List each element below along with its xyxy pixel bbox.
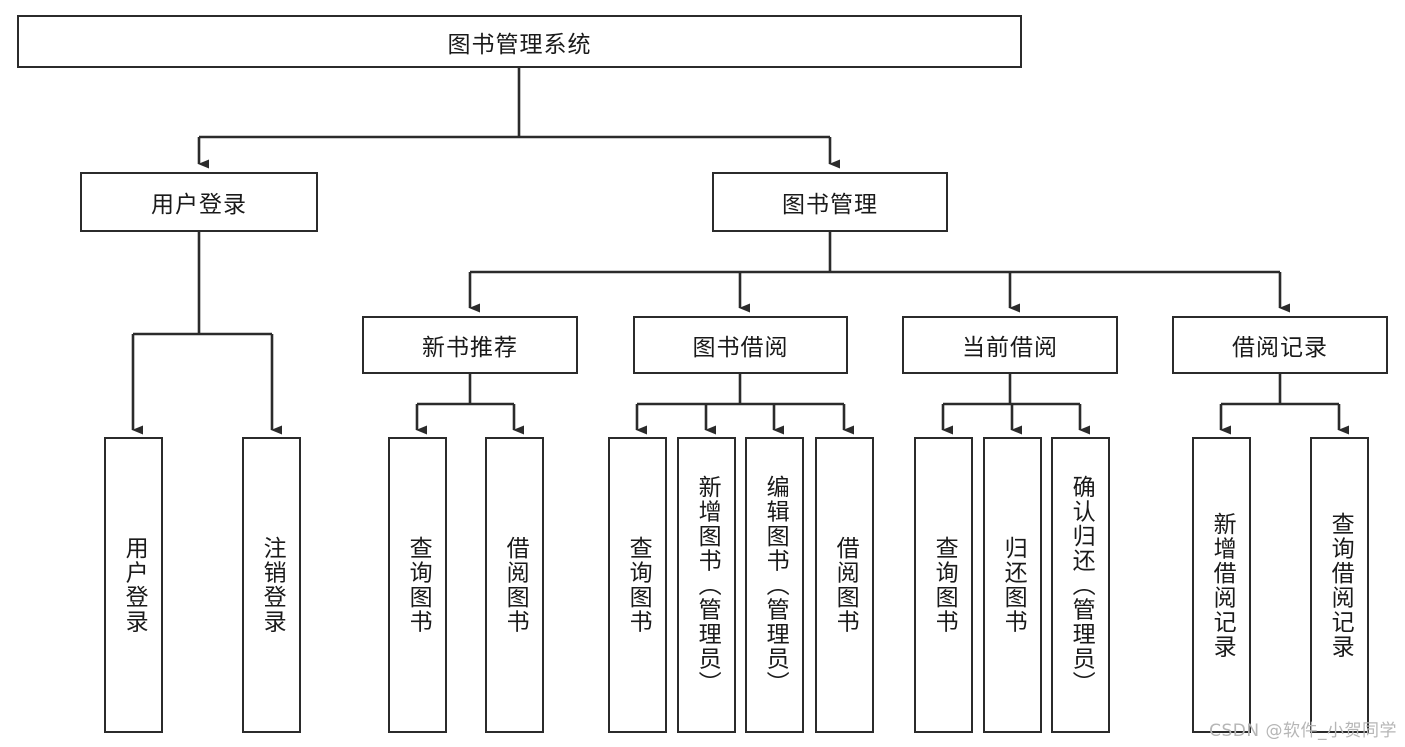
node-label: 新增借阅记录: [1209, 511, 1236, 659]
node-label: 借阅图书: [832, 536, 859, 634]
node-borrow-records[interactable]: 借阅记录: [1172, 316, 1388, 374]
leaf-borrow-books[interactable]: 借阅图书: [815, 437, 874, 733]
leaf-query-books-recommend[interactable]: 查询图书: [388, 437, 447, 733]
leaf-return-books[interactable]: 归还图书: [983, 437, 1042, 733]
node-label: 确认归还（管理员）: [1068, 474, 1095, 696]
node-label: 编辑图书（管理员）: [762, 474, 789, 696]
node-label: 图书管理系统: [447, 31, 592, 58]
node-book-borrow[interactable]: 图书借阅: [633, 316, 848, 374]
node-label: 查询图书: [931, 536, 958, 634]
leaf-confirm-return-admin[interactable]: 确认归还（管理员）: [1051, 437, 1110, 733]
node-label: 借阅图书: [502, 536, 529, 634]
node-label: 归还图书: [1000, 536, 1027, 634]
leaf-add-borrow-record[interactable]: 新增借阅记录: [1192, 437, 1251, 733]
node-label: 图书管理: [782, 192, 878, 218]
node-user-login[interactable]: 用户登录: [80, 172, 318, 232]
node-label: 当前借阅: [962, 335, 1058, 361]
leaf-query-books-borrow[interactable]: 查询图书: [608, 437, 667, 733]
leaf-borrow-books-recommend[interactable]: 借阅图书: [485, 437, 544, 733]
leaf-logout[interactable]: 注销登录: [242, 437, 301, 733]
node-label: 注销登录: [259, 536, 286, 634]
node-current-borrow[interactable]: 当前借阅: [902, 316, 1118, 374]
node-new-book-recommend[interactable]: 新书推荐: [362, 316, 578, 374]
node-label: 查询借阅记录: [1327, 511, 1354, 659]
node-label: 用户登录: [121, 536, 148, 634]
leaf-add-book-admin[interactable]: 新增图书（管理员）: [677, 437, 736, 733]
node-label: 新书推荐: [422, 335, 518, 361]
leaf-query-books-current[interactable]: 查询图书: [914, 437, 973, 733]
node-label: 查询图书: [405, 536, 432, 634]
node-label: 用户登录: [151, 192, 247, 218]
node-book-management[interactable]: 图书管理: [712, 172, 948, 232]
node-root[interactable]: 图书管理系统: [17, 15, 1022, 68]
node-label: 查询图书: [625, 536, 652, 634]
node-label: 图书借阅: [692, 335, 789, 361]
node-label: 新增图书（管理员）: [694, 474, 721, 696]
leaf-user-login[interactable]: 用户登录: [104, 437, 163, 733]
leaf-query-borrow-record[interactable]: 查询借阅记录: [1310, 437, 1369, 733]
node-label: 借阅记录: [1232, 335, 1328, 361]
leaf-edit-book-admin[interactable]: 编辑图书（管理员）: [745, 437, 804, 733]
